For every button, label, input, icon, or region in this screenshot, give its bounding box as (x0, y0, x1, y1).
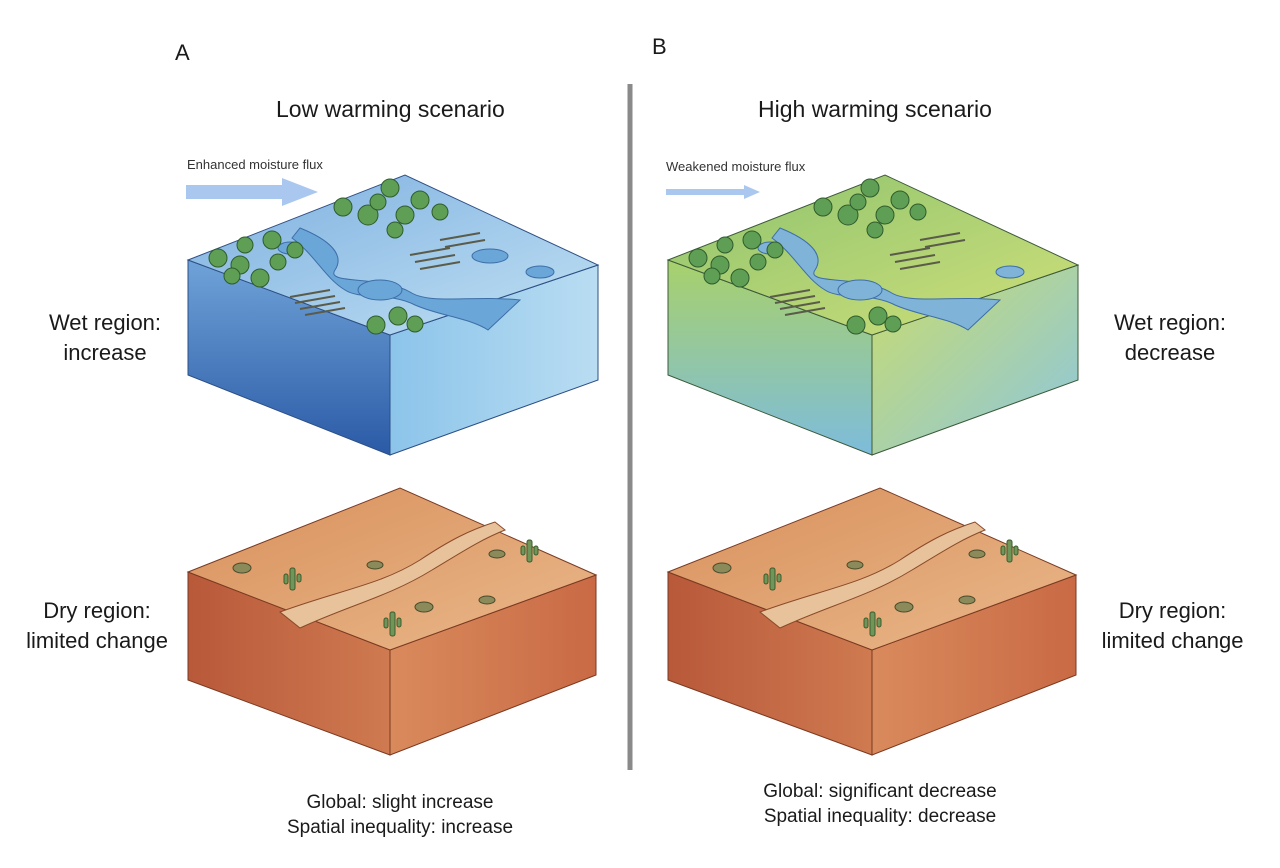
dry-label-a-line2: limited change (26, 628, 168, 653)
wet-label-b-line1: Wet region: (1113, 310, 1227, 335)
summary-b-inequality: Spatial inequality: decrease (763, 806, 997, 827)
dry-riverbed-icon (278, 521, 506, 629)
weak-moisture-flux-arrow (666, 185, 760, 199)
river-icon (291, 227, 522, 331)
wet-label-a-line2: increase (63, 340, 147, 365)
dry-riverbed-icon (758, 521, 986, 629)
dry-label-b-line2: limited change (1101, 628, 1244, 653)
cactus-icon (763, 539, 1019, 637)
summary-a-global: Global: slight increase (306, 792, 494, 813)
panel-letter-a: A (175, 40, 190, 65)
shrub-icon (712, 549, 986, 613)
dry-block-b (666, 487, 1078, 756)
wet-label-a: Wet region: increase (25, 308, 185, 368)
wet-label-b-line2: decrease (1124, 340, 1216, 365)
crop-field-icon (769, 232, 966, 316)
lake-icon (995, 265, 1025, 279)
panel-title-a: Low warming scenario (276, 96, 505, 122)
dry-block-a (186, 487, 598, 756)
wet-block-b (666, 174, 1080, 456)
tree-cluster-icon (688, 178, 927, 335)
crop-field-icon (289, 232, 486, 316)
panel-letter-b: B (652, 34, 667, 59)
panel-title-b: High warming scenario (758, 96, 992, 122)
flux-label-b: Weakened moisture flux (666, 159, 806, 174)
dry-label-b-line1: Dry region: (1118, 598, 1227, 623)
shrub-icon (232, 549, 506, 613)
summary-b-global: Global: significant decrease (763, 781, 997, 802)
tree-cluster-icon (208, 178, 449, 335)
lake-icon (837, 279, 883, 301)
summary-a: Global: slight increase Spatial inequali… (250, 790, 550, 840)
dry-label-b: Dry region: limited change (1085, 596, 1260, 656)
lake-icon (357, 279, 403, 301)
summary-a-inequality: Spatial inequality: increase (286, 817, 514, 838)
strong-moisture-flux-arrow (186, 178, 318, 206)
dry-label-a-line1: Dry region: (43, 598, 151, 623)
wet-block-a (186, 174, 600, 456)
flux-label-a: Enhanced moisture flux (187, 157, 323, 172)
summary-b: Global: significant decrease Spatial ine… (730, 779, 1030, 829)
dry-label-a: Dry region: limited change (12, 596, 182, 656)
wet-label-a-line1: Wet region: (48, 310, 162, 335)
wet-label-b: Wet region: decrease (1095, 308, 1245, 368)
cactus-icon (283, 539, 539, 637)
lake-icon (471, 248, 509, 264)
river-icon (771, 227, 1002, 331)
lake-icon (525, 265, 555, 279)
